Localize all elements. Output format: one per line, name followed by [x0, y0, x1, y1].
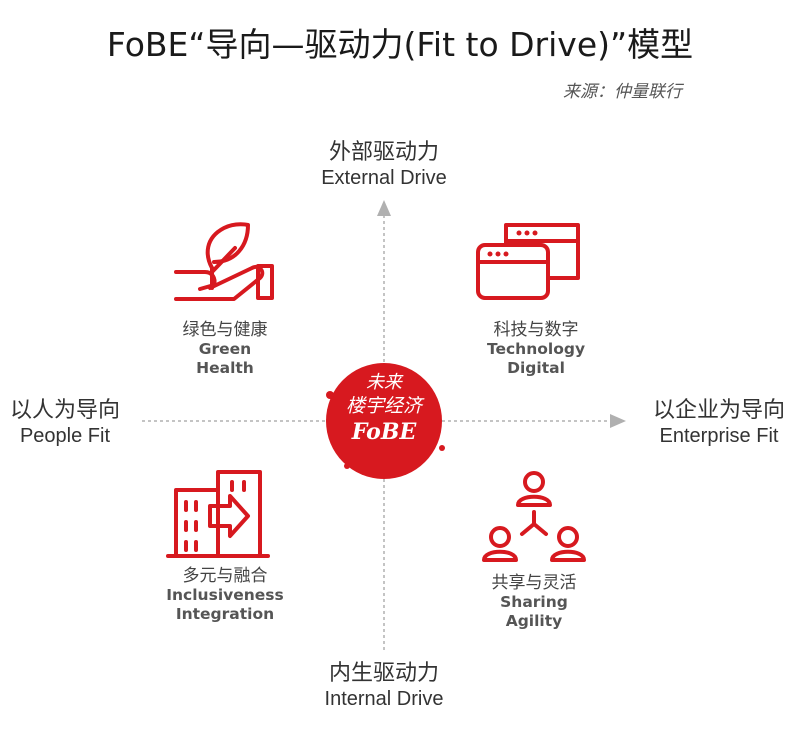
axis-arrow-right: [610, 414, 626, 428]
axis-top-en: External Drive: [321, 167, 447, 189]
axis-top-zh: 外部驱动力: [328, 140, 439, 165]
quad-br-en1: Sharing: [500, 593, 568, 611]
seal-line-1: 未来: [366, 372, 402, 393]
axis-arrow-up: [377, 200, 391, 216]
axis-left-en: People Fit: [19, 425, 111, 447]
people-network-icon: [482, 471, 586, 562]
browser-windows-icon: [476, 223, 580, 300]
axis-label-left: 以人为导向 People Fit: [0, 398, 130, 448]
quad-tr-en1: Technology: [486, 340, 586, 358]
building-arrow-icon: [166, 470, 270, 558]
quadrant-top-right-label: 科技与数字 Technology Digital: [436, 320, 636, 378]
browser-dots: [487, 230, 538, 257]
quadrant-top-left-label: 绿色与健康 Green Health: [125, 320, 325, 378]
quad-tl-en1: Green: [198, 340, 252, 358]
axis-bottom-zh: 内生驱动力: [328, 661, 439, 686]
center-seal-text: 未来 楼宇经济 FoBE: [326, 372, 442, 446]
quad-tl-zh: 绿色与健康: [182, 320, 268, 340]
seal-line-3: FoBE: [351, 419, 417, 445]
quadrant-bottom-right-label: 共享与灵活 Sharing Agility: [434, 573, 634, 631]
seal-line-2: 楼宇经济: [345, 395, 422, 417]
center-seal: [326, 363, 445, 479]
axis-right-en: Enterprise Fit: [659, 425, 779, 447]
axis-label-top: 外部驱动力 External Drive: [284, 140, 484, 190]
quad-tl-en2: Health: [196, 359, 254, 377]
axis-label-bottom: 内生驱动力 Internal Drive: [284, 661, 484, 711]
quad-bl-en2: Integration: [175, 605, 275, 623]
axis-left-zh: 以人为导向: [9, 398, 120, 423]
quad-bl-en1: Inclusiveness: [166, 586, 284, 604]
quad-tr-en2: Digital: [507, 359, 565, 377]
axis-label-right: 以企业为导向 Enterprise Fit: [638, 398, 800, 448]
source-note: 来源：仲量联行: [563, 82, 682, 102]
quadrant-bottom-left-label: 多元与融合 Inclusiveness Integration: [125, 566, 325, 624]
quad-br-en2: Agility: [505, 612, 563, 630]
hand-plant-icon: [174, 222, 274, 301]
quad-br-zh: 共享与灵活: [491, 573, 577, 593]
quad-bl-zh: 多元与融合: [182, 566, 268, 586]
page-title: FoBE“导向—驱动力(Fit to Drive)”模型: [106, 25, 694, 64]
axis-right-zh: 以企业为导向: [652, 398, 785, 423]
quad-tr-zh: 科技与数字: [493, 320, 579, 340]
axis-bottom-en: Internal Drive: [324, 688, 444, 710]
